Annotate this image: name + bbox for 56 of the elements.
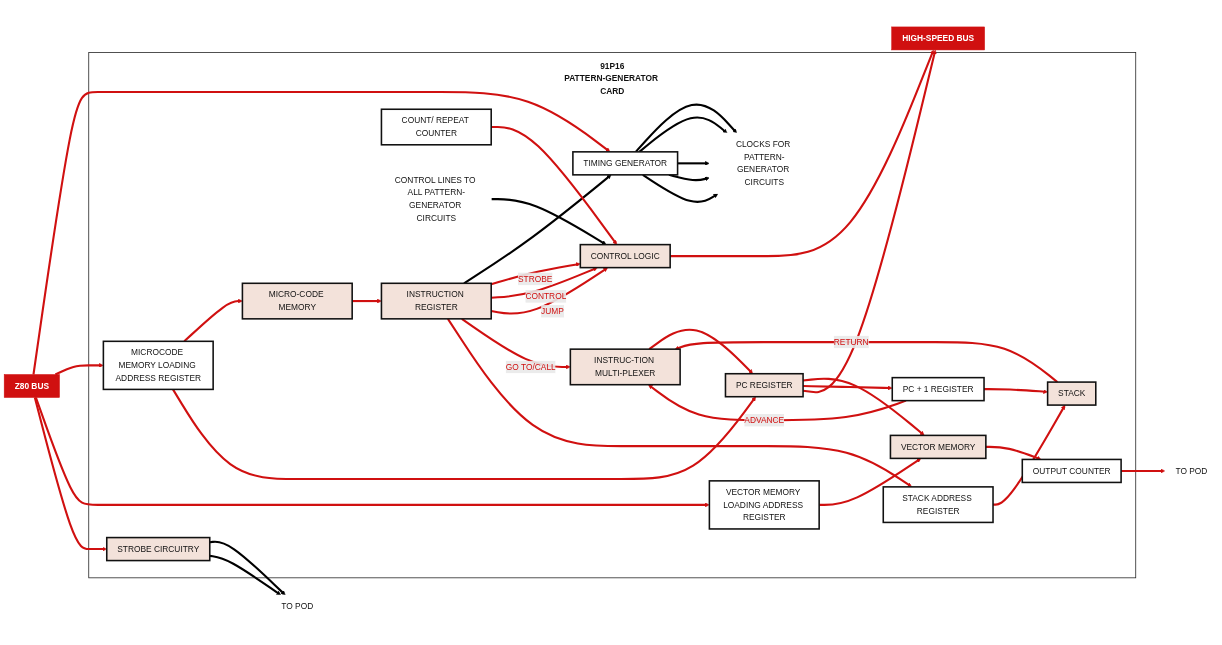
node-text: TO POD	[1175, 466, 1208, 476]
node-box: MICROCODE MEMORY LOADING ADDRESS REGISTER	[102, 340, 214, 391]
node-box: OUTPUT COUNTER	[1021, 458, 1122, 484]
edge-label: JUMP	[541, 306, 564, 316]
edge-label: RETURN	[833, 337, 869, 347]
edge-label: CONTROL	[525, 291, 567, 301]
arrow	[352, 298, 382, 304]
arrow	[638, 116, 728, 153]
node-box: VECTOR MEMORY LOADING ADDRESS REGISTER	[708, 480, 820, 530]
arrow	[985, 445, 1042, 461]
arrow	[172, 388, 756, 481]
node-box: HIGH-SPEED BUS	[891, 26, 985, 51]
arrow	[33, 397, 107, 552]
arrow	[491, 267, 598, 299]
node-text: CONTROL LINES TO ALL PATTERN-GENERATOR CIRCUITS	[394, 175, 476, 223]
arrow	[209, 540, 286, 596]
node-box: PC + 1 REGISTER	[891, 376, 985, 402]
edge-label: ADVANCE	[744, 415, 785, 425]
arrow	[491, 125, 618, 245]
node-box: COUNT/ REPEAT COUNTER	[380, 108, 492, 146]
node-box: CONTROL LOGIC	[579, 243, 671, 269]
node-box: TIMING GENERATOR	[572, 151, 679, 176]
arrow	[674, 341, 1059, 383]
arrow	[803, 385, 893, 391]
arrow	[648, 328, 753, 374]
node-text: CLOCKS FOR PATTERN-GENERATOR CIRCUITS	[735, 139, 791, 187]
node-box: STACK	[1046, 381, 1097, 406]
node-box: INSTRUC-TION MULTI-PLEXER	[569, 348, 681, 386]
arrow	[463, 174, 612, 285]
node-text: TO POD	[281, 601, 314, 611]
arrow	[491, 198, 607, 245]
arrow	[32, 90, 611, 375]
arrow	[668, 173, 710, 182]
node-box: Z80 BUS	[3, 374, 60, 398]
arrow	[491, 267, 608, 315]
arrow	[984, 388, 1048, 394]
node-box: MICRO-CODE MEMORY	[241, 282, 353, 320]
edge-label: GO TO/CALL	[505, 362, 556, 372]
node-box: PC REGISTER	[724, 372, 804, 398]
arrow	[670, 49, 935, 258]
node-box: VECTOR MEMORY	[889, 434, 987, 460]
arrow	[54, 363, 104, 376]
arrow	[677, 161, 710, 166]
arrow	[490, 262, 581, 286]
node-box: INSTRUCTION REGISTER	[380, 282, 492, 320]
arrow	[819, 458, 922, 506]
node-box: STROBE CIRCUITRY	[105, 536, 211, 562]
arrow	[209, 554, 281, 596]
arrow	[642, 173, 719, 203]
node-box: STACK ADDRESS REGISTER	[882, 486, 994, 524]
arrow	[34, 397, 710, 508]
arrow	[183, 298, 243, 343]
arrow	[1121, 468, 1166, 474]
arrow	[648, 384, 907, 422]
edge-label: STROBE	[517, 274, 553, 284]
arrow	[634, 103, 737, 153]
